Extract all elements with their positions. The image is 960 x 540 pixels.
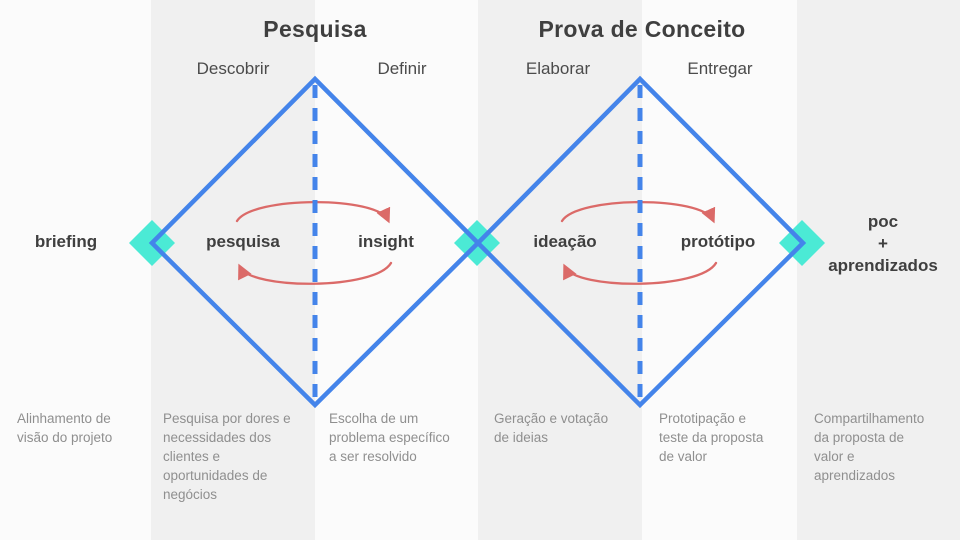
- description-descobrir: Pesquisa por dores e necessidades dos cl…: [163, 411, 291, 502]
- section-title-pesquisa: Pesquisa: [263, 16, 367, 42]
- description-entregar: Prototipação e teste da proposta de valo…: [659, 411, 764, 464]
- cycle-arrow-bottom-left: [238, 261, 393, 285]
- description-elaborar: Geração e votação de ideias: [494, 411, 609, 445]
- description-briefing: Alinhamento de visão do projeto: [17, 411, 113, 445]
- background-stripe-6: [797, 0, 960, 540]
- phase-label-definir: Definir: [377, 59, 427, 78]
- phase-label-descobrir: Descobrir: [196, 59, 270, 78]
- phase-label-elaborar: Elaborar: [525, 59, 591, 78]
- milestone-label-poc-aprendizados: poc + aprendizados: [828, 212, 938, 275]
- description-poc: Compartilhamento da proposta de valor e …: [814, 411, 925, 483]
- background-stripe-5: [642, 0, 797, 540]
- description-definir: Escolha de um problema específico a ser …: [329, 411, 450, 464]
- stage-keyword-pesquisa: pesquisa: [206, 232, 280, 251]
- milestone-label-briefing: briefing: [34, 232, 98, 251]
- stage-keyword-prototipo: protótipo: [680, 232, 756, 251]
- phase-label-entregar: Entregar: [687, 59, 753, 78]
- section-title-prova-de-conceito: Prova de Conceito: [538, 16, 746, 42]
- diamond-outline-right: [474, 75, 807, 409]
- cycle-arrow-bottom-right: [563, 261, 718, 285]
- stage-keyword-insight: insight: [358, 232, 414, 251]
- stage-keyword-ideacao: ideação: [533, 232, 597, 251]
- background-stripe-1: [0, 0, 151, 540]
